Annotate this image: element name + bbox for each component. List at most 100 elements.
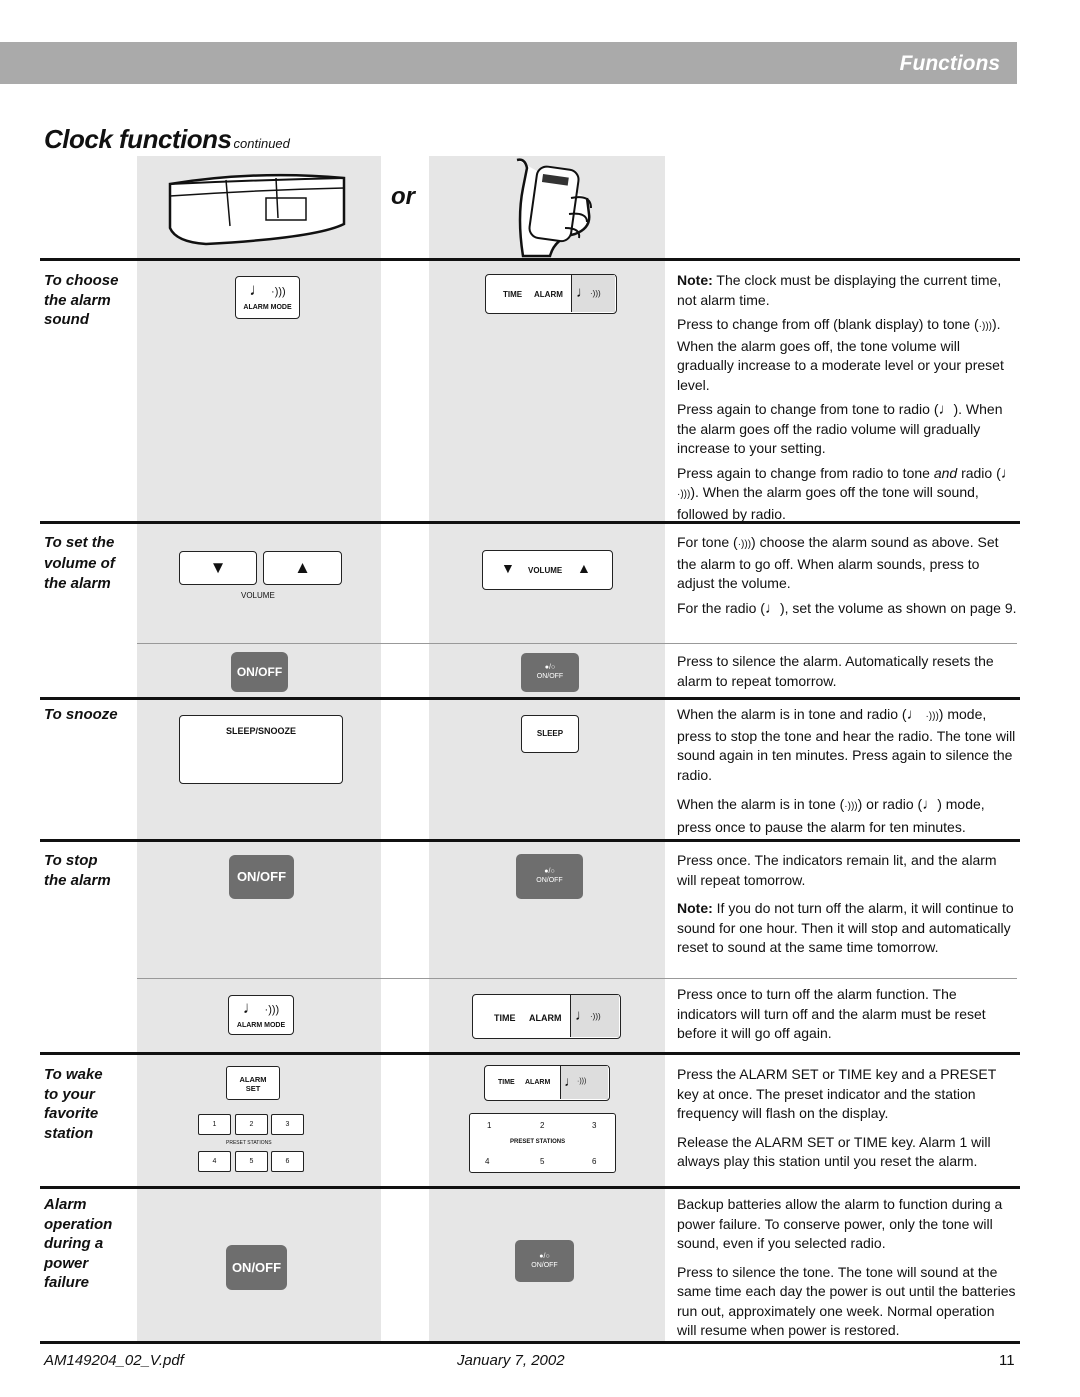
rule-2 [40,697,1020,700]
header-bar [0,42,1017,84]
note-icon: ♩ [575,1007,590,1024]
on-off-button[interactable]: ON/OFF [231,652,288,692]
footer-filename: AM149204_02_V.pdf [44,1352,184,1369]
tone-icon: ·))) [271,286,286,298]
tone-icon: ·))) [590,1012,601,1021]
volume-up-button[interactable]: ▲ [263,551,342,585]
p2-part-a: Press to change from off (blank display)… [677,316,979,332]
desc-stop-alarm: Press once. The indicators remain lit, a… [677,851,1017,963]
on-off-label: ON/OFF [236,869,287,884]
alarm-label: ALARM [525,1079,551,1086]
power-icon: ●/○ [544,868,555,875]
alarm-key-divider [560,1066,561,1099]
p2-part-b: ). When the alarm goes off, the tone vol… [677,316,1004,393]
remote-preset-keypad[interactable]: 1 2 3 PRESET STATIONS 4 5 6 [469,1113,616,1173]
note-icon: ♩ [906,706,922,723]
tone-icon: ·))) [844,801,858,812]
rule-1 [40,521,1020,524]
alarm-set-label: ALARM SET [239,1075,267,1093]
note-text: The clock must be displaying the current… [677,272,1002,308]
time-label: TIME [503,290,523,299]
desc-snooze: When the alarm is in tone and radio (♩ ·… [677,705,1017,843]
remote-volume-key[interactable]: ▼ VOLUME ▲ [482,550,613,590]
preset-key-5[interactable]: 5 [540,1157,545,1166]
preset-key-5[interactable]: 5 [235,1151,268,1172]
p4-part-a: Press again to change from radio to tone [677,464,934,481]
desc-choose-p4: Press again to change from radio to tone… [677,464,1017,525]
p4-part-c: ). When the alarm goes off the tone will… [677,484,979,522]
alarm-mode-label: ALARM MODE [236,1022,286,1029]
alarm-mode-button[interactable]: ♩ ·))) ALARM MODE [235,276,300,319]
triangle-down-icon: ▼ [209,558,227,577]
remote-time-alarm-key[interactable]: TIME ALARM ♩ ·))) [485,274,617,314]
alarm-label: ALARM [529,1013,562,1023]
desc-silence-alarm: Press to silence the alarm. Automaticall… [677,653,994,689]
on-off-label: ON/OFF [231,1260,282,1275]
sleep-snooze-button[interactable]: SLEEP/SNOOZE [179,715,343,784]
desc-choose-p3: Press again to change from tone to radio… [677,400,1017,459]
wave-radio-illustration [168,173,346,246]
remote-on-off-button[interactable]: ●/○ ON/OFF [516,854,583,899]
remote-time-alarm-key[interactable]: TIME ALARM ♩ ·))) [472,994,621,1039]
page-title-sub: continued [233,136,290,151]
preset-key-6[interactable]: 6 [271,1151,304,1172]
alarm-mode-label: ALARM MODE [243,304,292,311]
desc-wake-station: Press the ALARM SET or TIME key and a PR… [677,1065,1017,1177]
preset-key-3[interactable]: 3 [592,1121,597,1130]
alarm-key-shade [561,1066,608,1099]
note-icon: ♩ [764,599,780,617]
alarm-key-shade [571,995,619,1037]
or-label: or [391,183,415,210]
preset-key-4[interactable]: 4 [485,1157,490,1166]
desc-power-failure: Backup batteries allow the alarm to func… [677,1195,1017,1346]
desc-choose-p2: Press to change from off (blank display)… [677,315,1017,395]
label-wake-station: To wake to your favorite station [44,1066,103,1142]
preset-key-6[interactable]: 6 [592,1157,597,1166]
remote-on-off-button[interactable]: ●/○ ON/OFF [521,653,579,692]
alarm-mode-icons: ♩ ·))) [229,999,293,1019]
desc-volume-p1: For tone (·)))) choose the alarm sound a… [677,533,1017,594]
label-power-failure: Alarm operation during a power failure [44,1196,113,1291]
on-off-button[interactable]: ON/OFF [226,1245,287,1290]
preset-stations-caption: PRESET STATIONS [226,1140,272,1146]
note-icon: ♩ [564,1073,578,1089]
preset-key-2[interactable]: 2 [235,1114,268,1135]
preset-key-1[interactable]: 1 [487,1121,492,1130]
preset-key-1[interactable]: 1 [198,1114,231,1135]
p3-part-b: ). When the alarm goes off the radio vol… [677,401,1003,456]
volume-down-button[interactable]: ▼ [179,551,257,585]
preset-key-label: 2 [249,1121,254,1128]
power-icon: ●/○ [544,664,556,671]
desc-stop-p1: Press once. The indicators remain lit, a… [677,852,997,888]
desc-power-p2: Press to silence the tone. The tone will… [677,1263,1016,1339]
remote-time-alarm-key[interactable]: TIME ALARM ♩ ·))) [484,1065,610,1101]
preset-key-label: 6 [285,1158,290,1165]
preset-key-3[interactable]: 3 [271,1114,304,1135]
desc-wake-p1: Press the ALARM SET or TIME key and a PR… [677,1066,997,1121]
remote-on-off-label: ON/OFF [531,1262,558,1269]
footer-date: January 7, 2002 [457,1352,565,1369]
p2-part-c: ) mode, press once to pause the alarm fo… [677,796,985,835]
alarm-set-button[interactable]: ALARM SET [226,1066,280,1100]
power-icon: ●/○ [539,1253,550,1260]
p4-part-b: radio ( [957,464,1001,481]
alarm-key-divider [571,275,572,312]
triangle-down-icon: ▼ [501,560,515,576]
alarm-mode-icons: ♩ ·))) [236,281,299,301]
desc-stop-p2: Note: If you do not turn off the alarm, … [677,899,1017,958]
desc-wake-p2: Release the ALARM SET or TIME key. Alarm… [677,1133,991,1170]
tone-icon: ·))) [978,321,992,332]
rule-6 [40,1341,1020,1344]
note-icon: ♩ [576,284,591,301]
alarm-mode-button[interactable]: ♩ ·))) ALARM MODE [228,995,294,1035]
on-off-button[interactable]: ON/OFF [229,855,294,899]
p1-part-b: ) choose the alarm sound as above. Set t… [677,534,999,591]
preset-key-2[interactable]: 2 [540,1121,545,1130]
preset-keys-unit: 1 2 3 PRESET STATIONS 4 5 6 [198,1114,306,1174]
preset-key-4[interactable]: 4 [198,1151,231,1172]
remote-sleep-button[interactable]: SLEEP [521,715,579,753]
remote-on-off-button[interactable]: ●/○ ON/OFF [515,1240,574,1282]
p1-part-a: When the alarm is in tone and radio ( [677,706,907,722]
rule-5 [40,1186,1020,1189]
